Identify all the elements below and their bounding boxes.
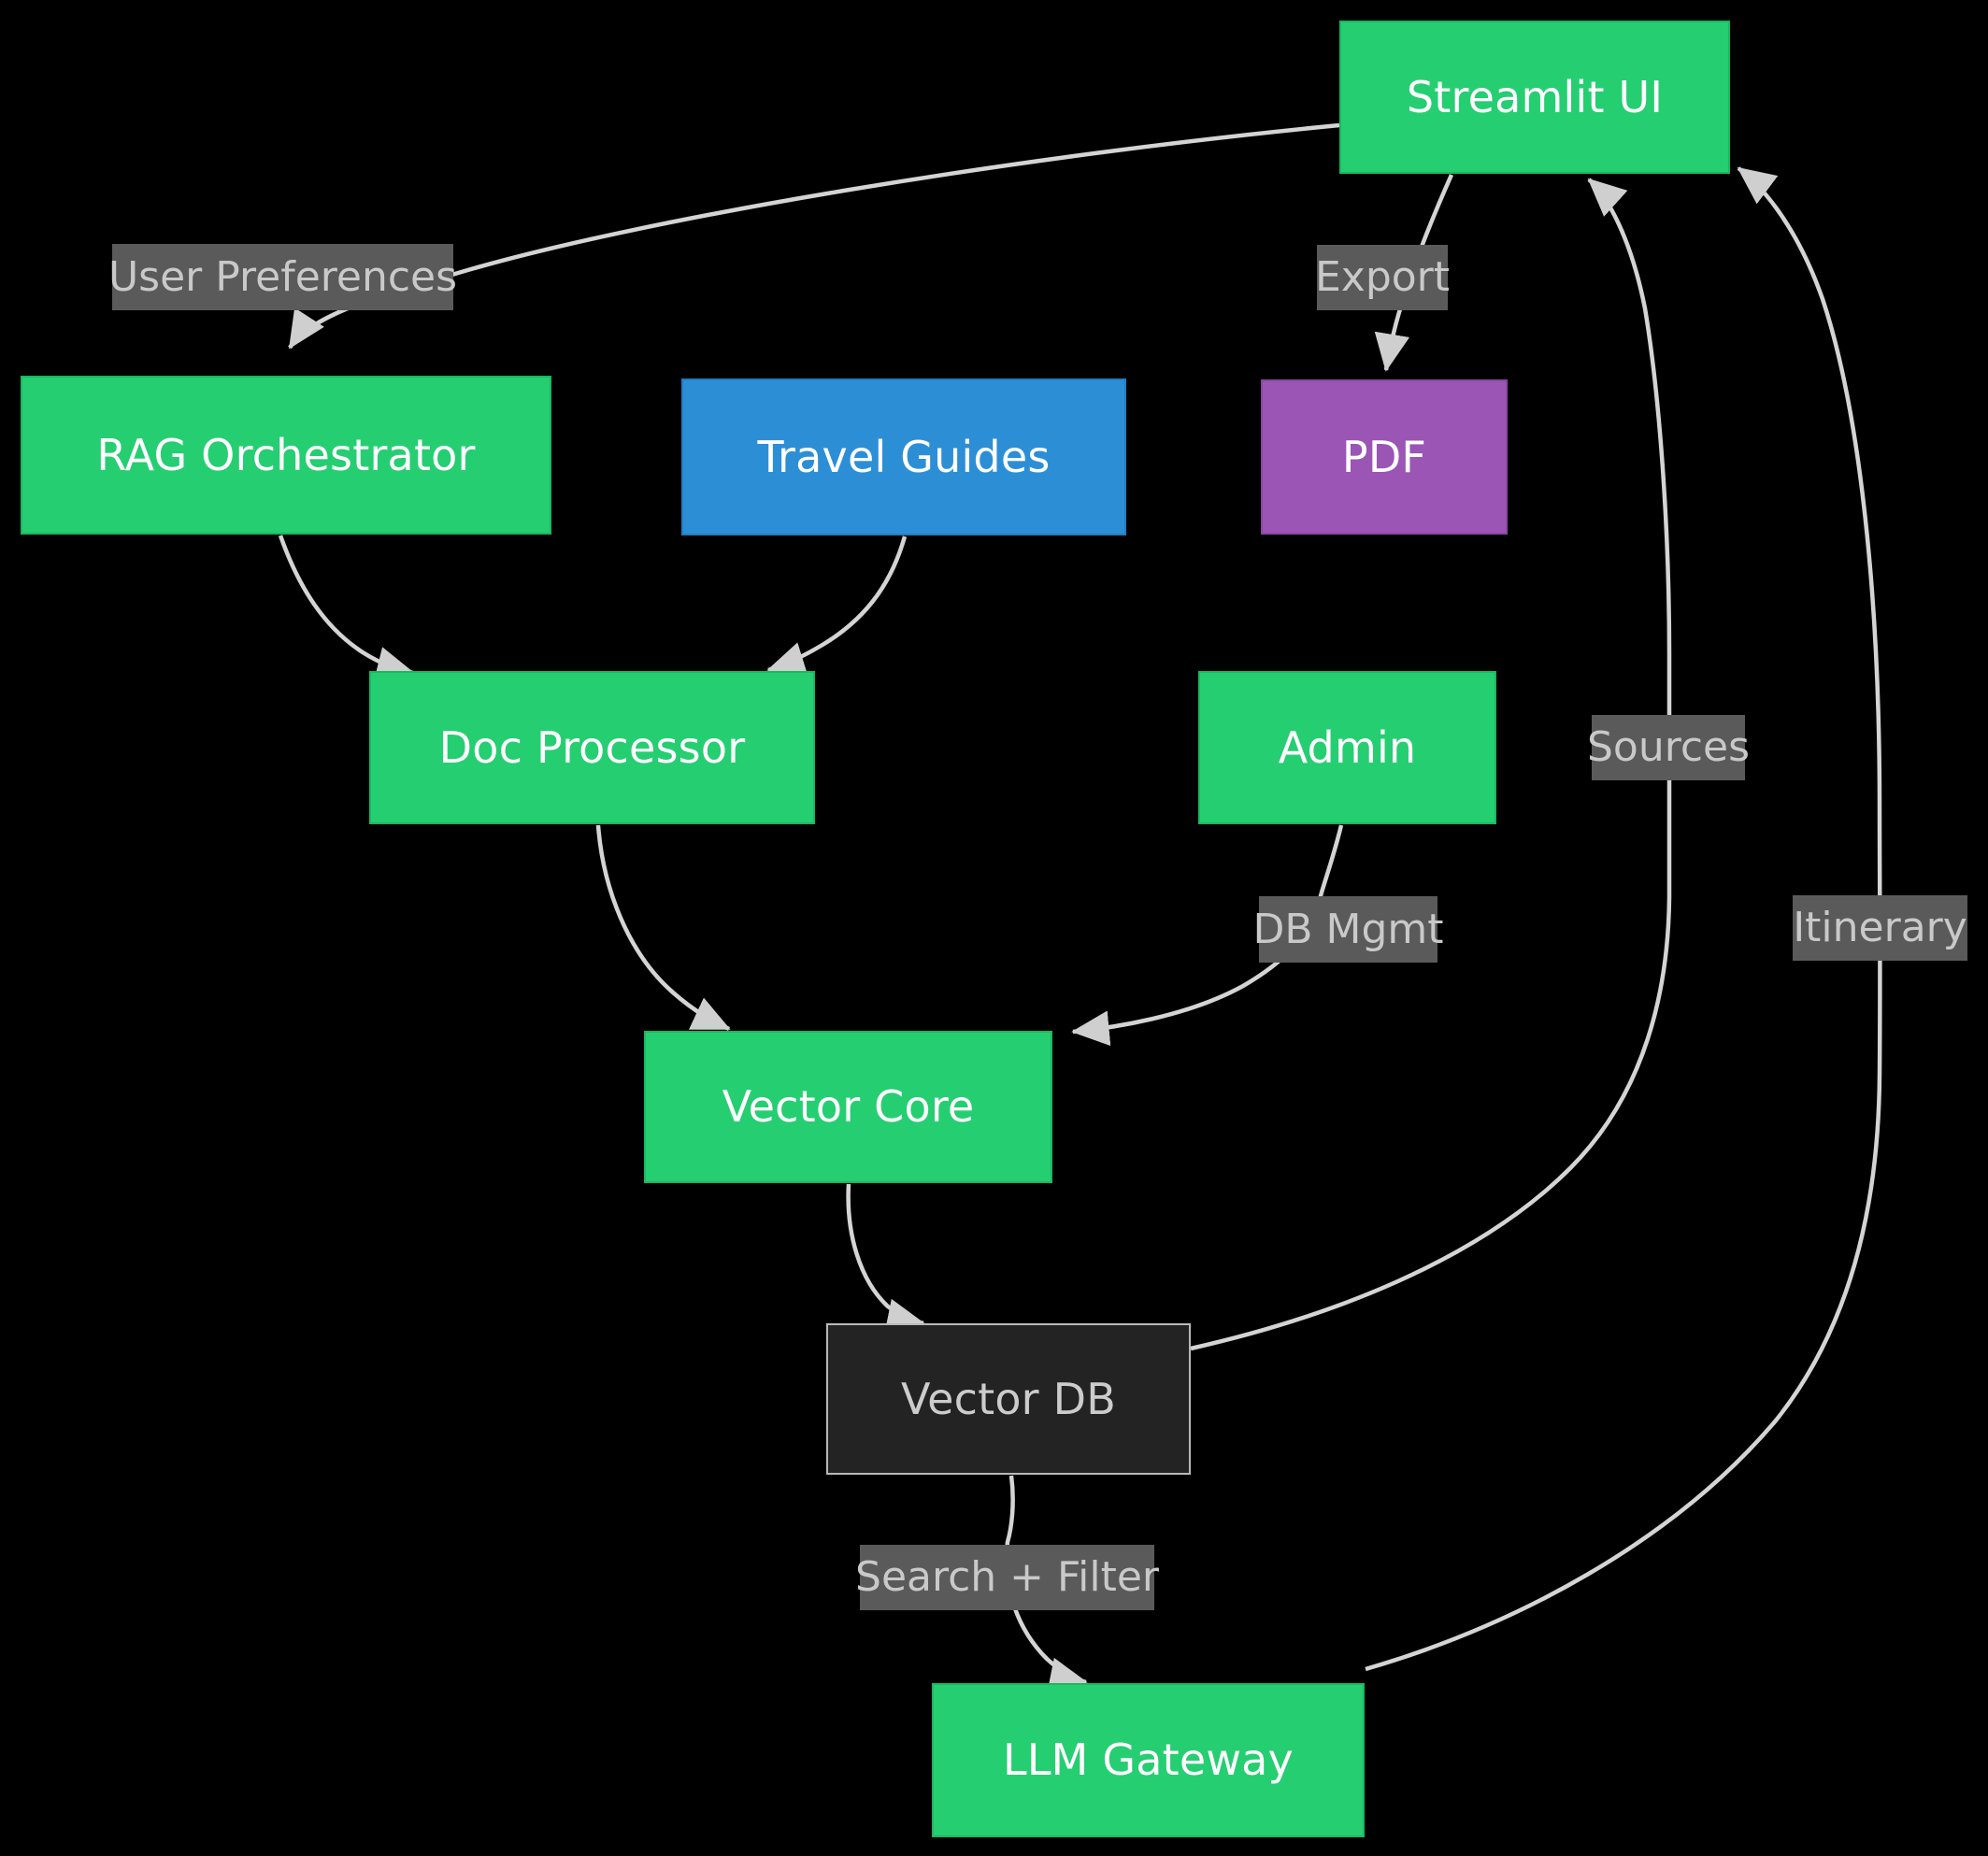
node-label: Vector Core <box>722 1081 975 1133</box>
node-vector-core[interactable]: Vector Core <box>644 1031 1052 1183</box>
node-rag-orchestrator[interactable]: RAG Orchestrator <box>21 376 551 535</box>
node-llm-gateway[interactable]: LLM Gateway <box>932 1683 1365 1837</box>
edge-label-text: Search + Filter <box>855 1553 1159 1601</box>
edge-streamlit-to-rag <box>288 122 1340 350</box>
node-vector-db[interactable]: Vector DB <box>826 1323 1191 1475</box>
node-label: Admin <box>1278 721 1417 773</box>
edge-label-text: DB Mgmt <box>1252 905 1444 953</box>
edge-llm-to-streamlit <box>1365 166 1882 1672</box>
edge-rag-to-doc <box>278 535 415 681</box>
node-admin[interactable]: Admin <box>1198 671 1496 824</box>
node-label: Streamlit UI <box>1406 71 1664 122</box>
edge-label-export: Export <box>1314 245 1451 310</box>
edge-label-sources: Sources <box>1587 715 1750 780</box>
edge-label-text: Sources <box>1586 723 1751 771</box>
node-label: Travel Guides <box>757 431 1051 482</box>
edge-db-to-streamlit <box>1190 178 1672 1351</box>
edge-label-search-filter: Search + Filter <box>855 1545 1159 1610</box>
node-travel-guides[interactable]: Travel Guides <box>681 378 1126 535</box>
edge-label-user-preferences: User Preferences <box>108 244 457 310</box>
node-label: PDF <box>1341 431 1427 482</box>
node-streamlit-ui[interactable]: Streamlit UI <box>1339 21 1730 174</box>
edge-doc-to-vector-core <box>595 824 731 1032</box>
node-label: RAG Orchestrator <box>96 429 476 480</box>
edge-vector-core-to-db <box>846 1183 925 1334</box>
node-label: LLM Gateway <box>1003 1735 1294 1786</box>
edge-label-text: Itinerary <box>1793 904 1967 951</box>
edge-label-text: User Preferences <box>107 252 458 301</box>
edge-guides-to-doc <box>766 535 908 677</box>
node-label: Vector DB <box>901 1373 1116 1424</box>
edge-label-text: Export <box>1314 253 1451 301</box>
node-doc-processor[interactable]: Doc Processor <box>369 671 815 824</box>
edge-label-itinerary: Itinerary <box>1793 895 1967 961</box>
node-label: Doc Processor <box>438 721 746 773</box>
edge-label-db-mgmt: DB Mgmt <box>1252 896 1444 963</box>
node-pdf[interactable]: PDF <box>1261 379 1508 535</box>
